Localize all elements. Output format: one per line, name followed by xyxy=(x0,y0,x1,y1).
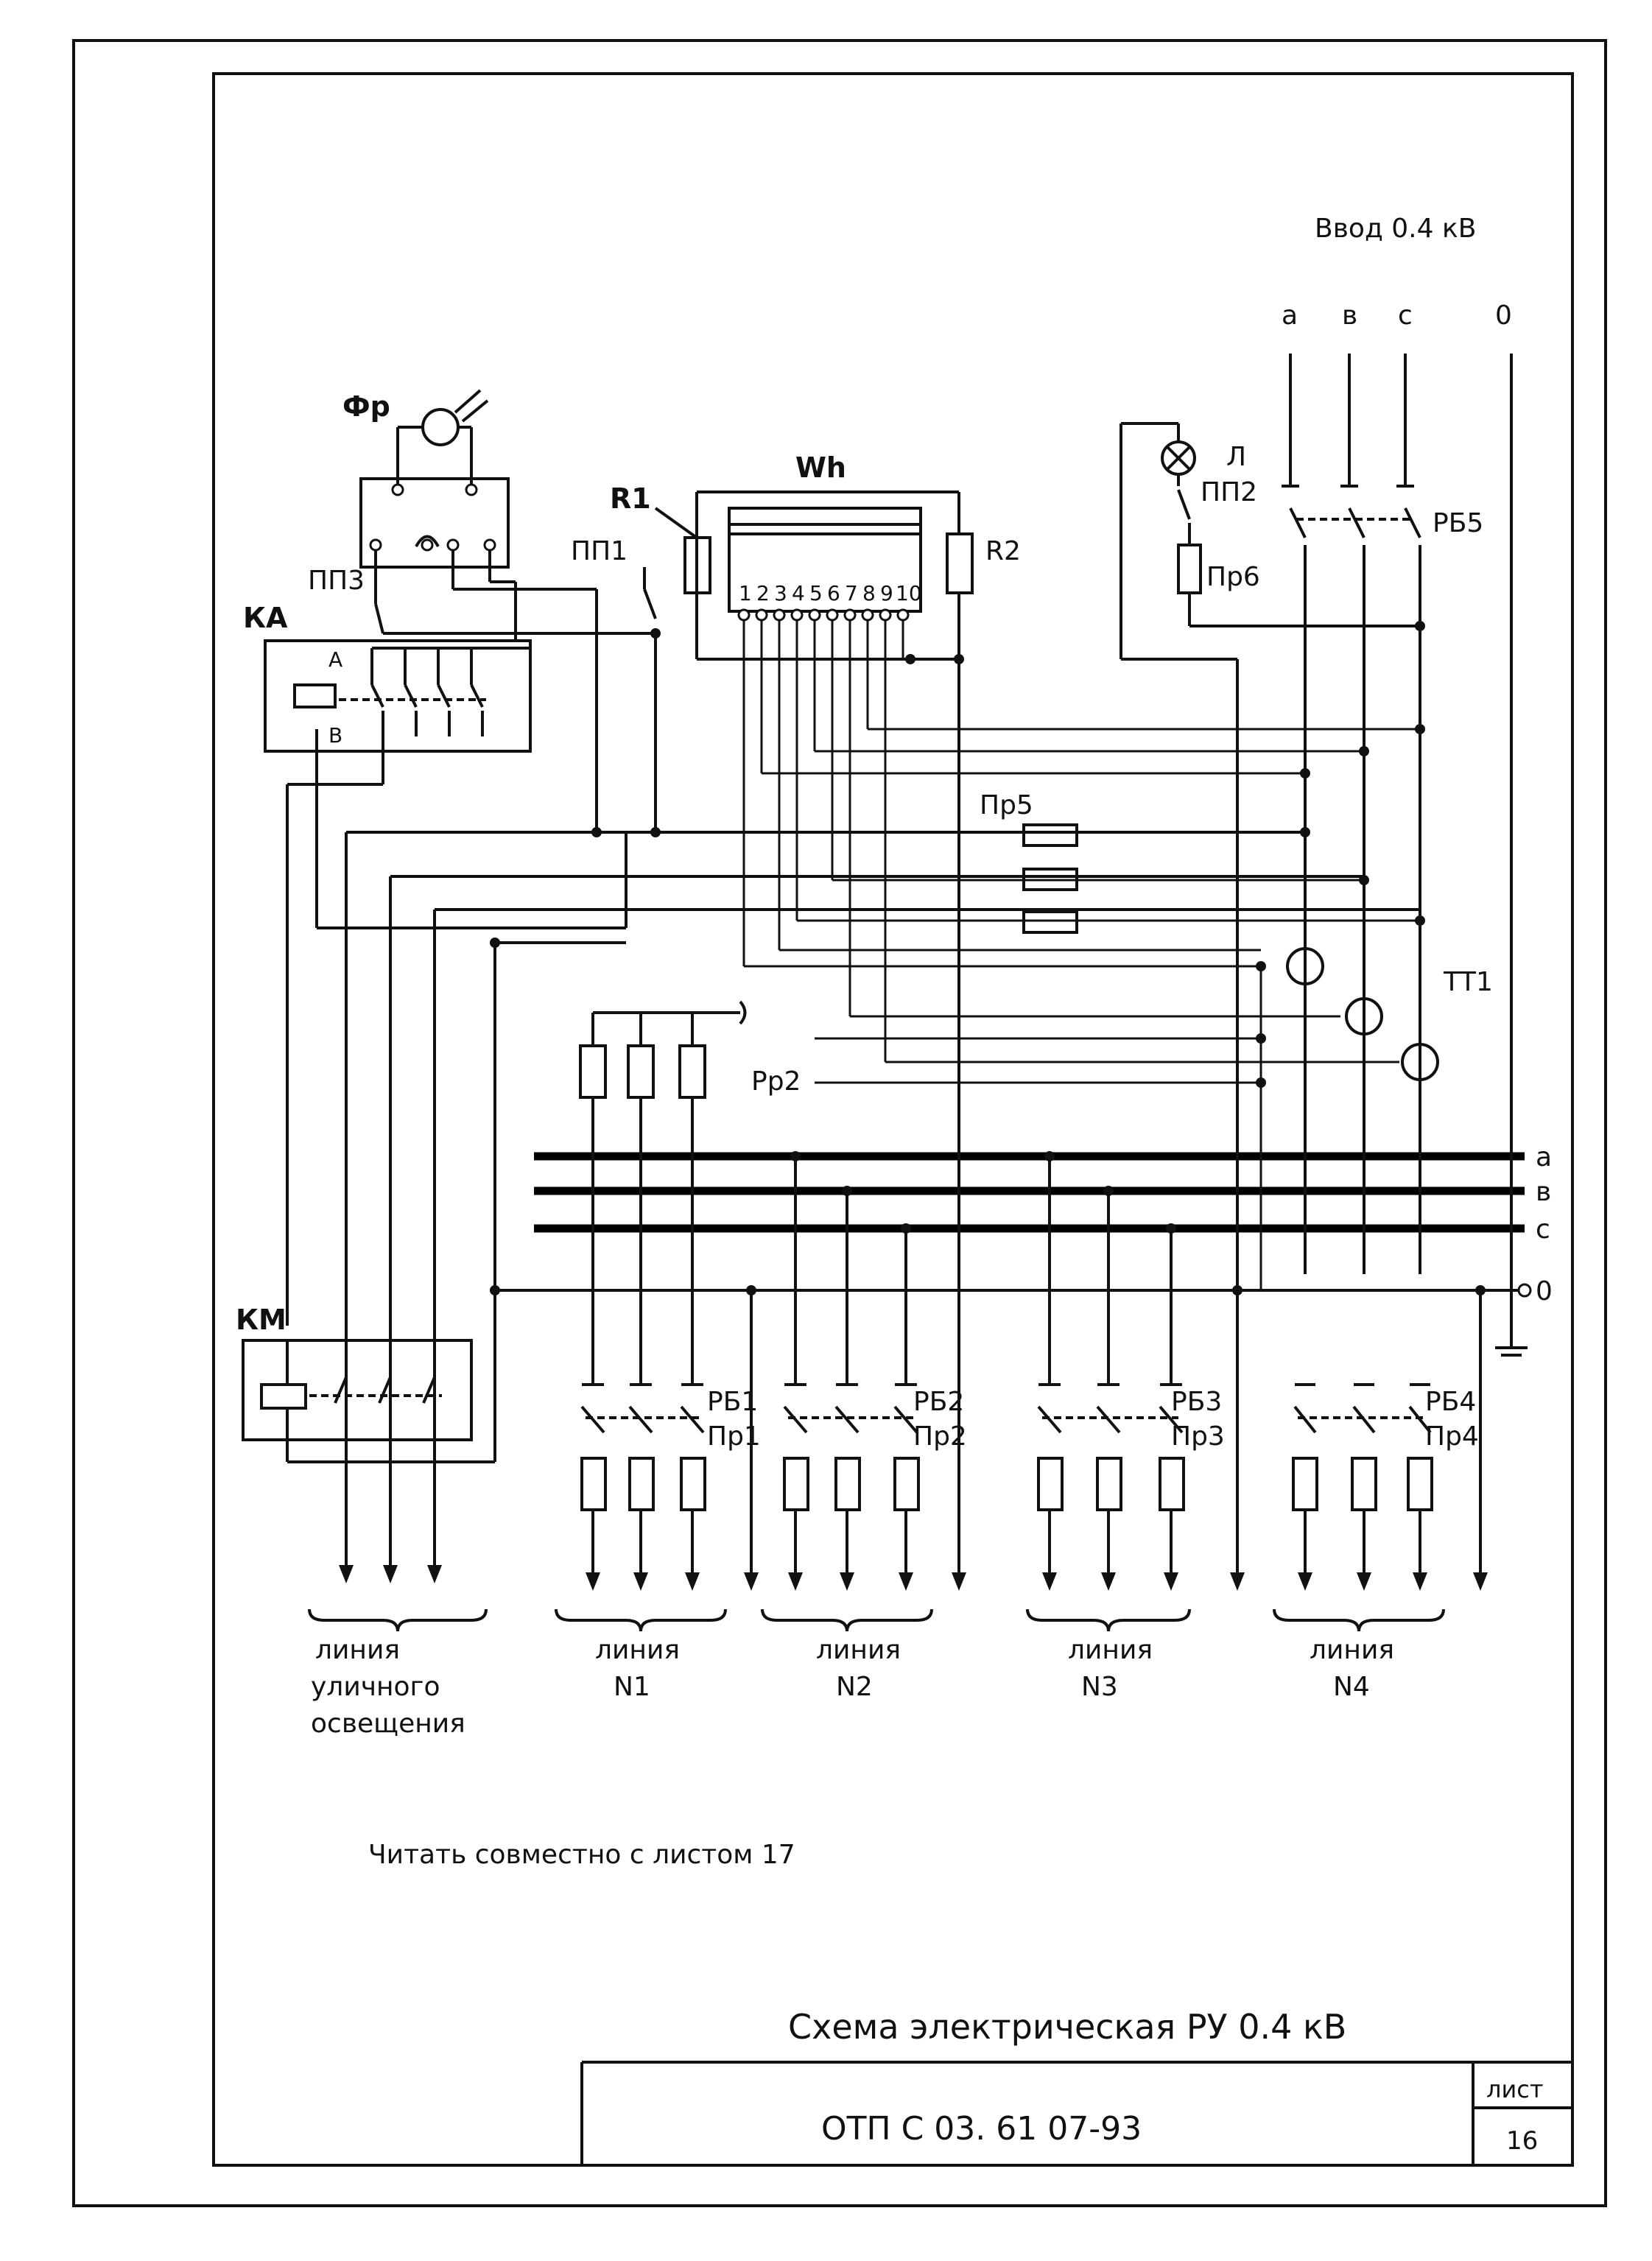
meter-terminal-4: 4 xyxy=(792,581,805,605)
line-street-caption-3: освещения xyxy=(311,1709,465,1739)
sheet-number: 16 xyxy=(1506,2126,1538,2156)
pp2-label: ПП2 xyxy=(1201,477,1257,507)
drawing-code: ОТП С 03. 61 07-93 xyxy=(821,2110,1142,2148)
sheet-label: лист xyxy=(1486,2075,1543,2103)
rb3-label: РБ3 xyxy=(1171,1387,1222,1417)
ka-label: КА xyxy=(243,602,288,634)
note-text: Читать совместно с листом 17 xyxy=(368,1840,795,1870)
incoming-phases xyxy=(1282,354,1513,1290)
line-n3-caption-1: линия xyxy=(1068,1635,1153,1665)
rr2-label: Рр2 xyxy=(751,1066,801,1097)
feeder-2 xyxy=(744,1151,920,1591)
pr2-label: Пр2 xyxy=(913,1421,967,1452)
line-n1-caption-1: линия xyxy=(595,1635,680,1665)
control-wiring xyxy=(286,550,1420,1583)
phase-v-label: в xyxy=(1342,300,1357,331)
meter-terminal-1: 1 xyxy=(739,581,752,605)
pr4-label: Пр4 xyxy=(1425,1421,1479,1452)
relay-ka xyxy=(264,639,532,753)
phase-c-label: с xyxy=(1398,300,1413,331)
ka-a-label: А xyxy=(328,647,342,672)
meter-terminal-8: 8 xyxy=(862,581,876,605)
feeder-3 xyxy=(1037,1151,1245,1591)
r1-label: R1 xyxy=(610,482,651,515)
rb5-label: РБ5 xyxy=(1433,508,1483,538)
feeder-4 xyxy=(1292,1285,1488,1591)
pp1-label: ПП1 xyxy=(571,536,628,566)
line-n2-caption-2: N2 xyxy=(836,1672,873,1702)
switch-pp1 xyxy=(383,507,698,832)
meter-terminal-7: 7 xyxy=(845,581,858,605)
rb1-label: РБ1 xyxy=(707,1387,758,1417)
rb2-label: РБ2 xyxy=(913,1387,964,1417)
wh-label: Wh xyxy=(795,451,846,484)
vvod-label: Ввод 0.4 кВ xyxy=(1315,214,1476,244)
feeder-1 xyxy=(580,1383,706,1591)
rb4-label: РБ4 xyxy=(1425,1387,1476,1417)
km-label: КМ xyxy=(236,1304,287,1336)
surge-arrester xyxy=(579,1000,747,1385)
bus-v-label: в xyxy=(1536,1177,1551,1207)
meter-terminals: 1 2 3 4 5 6 7 8 9 10 xyxy=(737,581,922,622)
pr6-label: Пр6 xyxy=(1206,562,1260,592)
bus-c-label: с xyxy=(1536,1214,1550,1245)
line-braces xyxy=(308,1608,1445,1632)
photo-relay-label: Фр xyxy=(342,390,390,423)
line-n4-caption-1: линия xyxy=(1310,1635,1394,1665)
drawing-title: Схема электрическая РУ 0.4 кВ xyxy=(788,2007,1346,2047)
pr5-label: Пр5 xyxy=(980,790,1033,820)
busbars xyxy=(495,1152,1532,1357)
line-n3-caption-2: N3 xyxy=(1081,1672,1118,1702)
title-block xyxy=(580,2061,1572,2165)
meter-terminal-9: 9 xyxy=(880,581,893,605)
meter-wiring xyxy=(742,620,1425,1290)
energy-meter xyxy=(683,490,974,1591)
line-n1-caption-2: N1 xyxy=(614,1672,650,1702)
line-street-caption-1: линия xyxy=(315,1635,400,1665)
bus-a-label: а xyxy=(1536,1142,1552,1172)
fuse-pr5 xyxy=(1022,823,1078,934)
signal-lamp xyxy=(1120,422,1420,1296)
pp3-label: ПП3 xyxy=(308,566,365,596)
lamp-label: Л xyxy=(1226,442,1246,472)
contactor-km xyxy=(242,1290,496,1463)
line-street-caption-2: уличного xyxy=(311,1672,440,1702)
r2-label: R2 xyxy=(985,536,1021,566)
meter-terminal-2: 2 xyxy=(756,581,770,605)
current-transformers xyxy=(1286,947,1439,1081)
phase-a-label: а xyxy=(1282,300,1298,331)
bus-0-label: 0 xyxy=(1536,1276,1553,1307)
line-n4-caption-2: N4 xyxy=(1333,1672,1370,1702)
meter-terminal-5: 5 xyxy=(809,581,823,605)
ka-b-label: В xyxy=(328,723,342,748)
pr3-label: Пр3 xyxy=(1171,1421,1225,1452)
tt1-label: ТТ1 xyxy=(1443,967,1493,997)
meter-terminal-3: 3 xyxy=(774,581,787,605)
meter-terminal-10: 10 xyxy=(896,581,922,605)
line-n2-caption-1: линия xyxy=(816,1635,901,1665)
phase-0-label: 0 xyxy=(1495,300,1512,331)
drawing-frame xyxy=(72,39,1607,2207)
meter-terminal-6: 6 xyxy=(827,581,840,605)
